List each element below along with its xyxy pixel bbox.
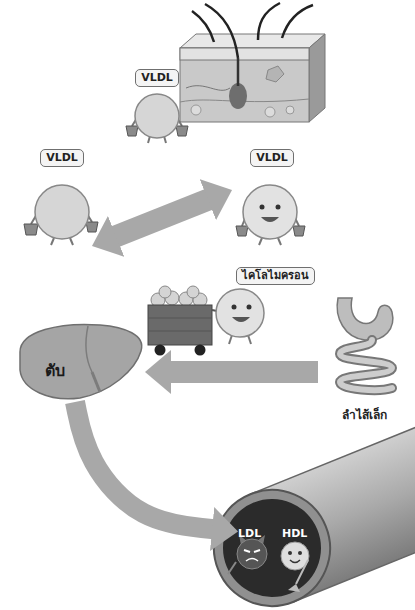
vldl-character bbox=[126, 126, 138, 136]
hdl-character bbox=[298, 551, 302, 555]
blood-vessel bbox=[196, 397, 415, 610]
skin-block bbox=[258, 3, 280, 40]
blood-vessel bbox=[196, 472, 347, 610]
vldl-character bbox=[126, 94, 188, 143]
hdl-character bbox=[296, 560, 308, 584]
skin-block bbox=[309, 34, 325, 122]
digestive-organs bbox=[340, 340, 392, 390]
skin-block bbox=[266, 66, 284, 82]
chylomicron-character bbox=[247, 305, 252, 310]
skin-block bbox=[191, 105, 201, 115]
vldl-character bbox=[24, 185, 98, 245]
chylomicron-character bbox=[216, 289, 264, 344]
vldl-character bbox=[261, 217, 279, 222]
chylomicron-character bbox=[216, 289, 264, 337]
lipid-cart bbox=[159, 286, 171, 298]
skin-block bbox=[229, 83, 247, 109]
node-label: LDL bbox=[238, 527, 261, 541]
skin-block bbox=[286, 106, 294, 114]
node-label: VLDL bbox=[250, 149, 294, 167]
vldl-character bbox=[176, 126, 188, 136]
chylomicron-character: ไคโลไมครอน bbox=[205, 264, 315, 344]
liver-shape bbox=[20, 324, 142, 398]
node-label: VLDL bbox=[40, 149, 84, 167]
hdl-character bbox=[290, 560, 300, 563]
vldl-character bbox=[260, 205, 265, 210]
lipid-cart bbox=[148, 318, 212, 319]
node-label: HDL bbox=[282, 527, 307, 541]
vldl-character bbox=[135, 94, 179, 138]
vldl-character bbox=[86, 222, 98, 232]
node-label: ลำไส้เล็ก bbox=[342, 405, 387, 424]
lipid-cart bbox=[195, 345, 206, 356]
ldl-character bbox=[228, 562, 236, 574]
vldl-character bbox=[259, 238, 262, 245]
ldl-character bbox=[246, 559, 258, 562]
skin-block bbox=[180, 34, 325, 48]
chylomicron-character bbox=[248, 335, 251, 344]
vldl-character: VLDL bbox=[232, 146, 312, 246]
skin-block bbox=[180, 48, 309, 122]
vldl-character bbox=[276, 205, 281, 210]
vldl-character bbox=[293, 226, 305, 236]
ldl-character bbox=[228, 535, 267, 574]
ldl-character bbox=[237, 539, 267, 569]
chylomicron-character bbox=[229, 335, 232, 344]
vldl-character bbox=[236, 185, 305, 245]
vldl-character bbox=[51, 238, 54, 245]
lipid-cart bbox=[155, 345, 166, 356]
chylomicron-character bbox=[232, 317, 250, 322]
lipid-cart bbox=[187, 286, 199, 298]
skin-block bbox=[237, 58, 240, 86]
hdl-particle: HDL bbox=[282, 522, 307, 541]
digestive-organs bbox=[337, 298, 393, 340]
vldl-character bbox=[35, 185, 89, 239]
transport-arrow bbox=[75, 402, 214, 529]
vldl-character: VLDL bbox=[22, 146, 102, 246]
transport-arrow bbox=[114, 199, 209, 237]
liver-shape bbox=[20, 324, 142, 398]
hdl-character bbox=[288, 584, 300, 592]
chylomicron-character bbox=[232, 305, 237, 310]
lipid-cart bbox=[148, 305, 212, 345]
digestive-organs bbox=[340, 340, 392, 390]
skin-block bbox=[180, 3, 325, 122]
vldl-character bbox=[243, 185, 297, 239]
blood-vessel bbox=[250, 397, 415, 494]
vldl-character bbox=[278, 238, 281, 245]
ldl-character bbox=[254, 550, 260, 552]
skin-block bbox=[192, 11, 214, 42]
ldl-character bbox=[244, 550, 250, 552]
liver-shape bbox=[92, 372, 100, 392]
vldl-character bbox=[236, 226, 248, 236]
liver-organ: ตับ bbox=[15, 322, 145, 402]
lipid-cart bbox=[148, 331, 212, 332]
hdl-character bbox=[288, 551, 292, 555]
node-label: ตับ bbox=[45, 358, 65, 383]
lipid-cart bbox=[148, 286, 222, 356]
vldl-character: VLDL bbox=[120, 66, 194, 144]
hdl-character bbox=[281, 542, 309, 592]
vldl-character bbox=[70, 238, 73, 245]
ldl-particle: LDL bbox=[238, 522, 261, 541]
skin-block bbox=[186, 86, 230, 91]
blood-vessel bbox=[208, 484, 336, 610]
small-intestine-organ: ลำไส้เล็ก bbox=[318, 292, 410, 424]
skin-block bbox=[265, 107, 275, 117]
node-label: VLDL bbox=[135, 69, 179, 87]
skin-block bbox=[282, 5, 313, 38]
skin-block bbox=[180, 48, 309, 60]
liver-shape bbox=[86, 326, 92, 372]
transport-arrow bbox=[169, 361, 318, 383]
vldl-character bbox=[24, 224, 38, 235]
node-label: ไคโลไมครอน bbox=[236, 267, 315, 285]
digestive-organs bbox=[337, 298, 393, 390]
